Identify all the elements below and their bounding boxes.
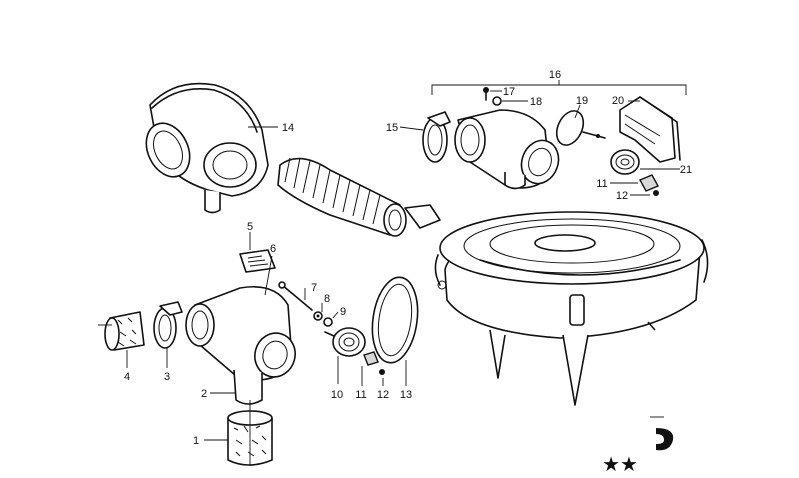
callout-labels: 1 2 3 4 5 6 7 8 9 10 11 12 13 14 15 16 1…	[124, 69, 692, 476]
callout-14: 14	[282, 122, 294, 134]
part-4-foam-sleeve	[98, 311, 145, 368]
corrugated-hose	[277, 157, 407, 237]
callout-19: 19	[576, 95, 588, 107]
part-21-spring	[610, 149, 680, 175]
callout-9: 9	[340, 306, 346, 318]
part-3-hose-clamp	[153, 301, 183, 368]
parts-11-12-upper	[610, 174, 659, 196]
callout-2: 2	[201, 388, 207, 400]
callout-1: 1	[193, 435, 199, 447]
right-edge-mark	[650, 416, 674, 451]
callout-11-upper: 11	[596, 178, 607, 190]
callout-16: 16	[549, 69, 561, 81]
callout-12-upper: 12	[616, 190, 628, 202]
callout-8: 8	[324, 293, 330, 305]
callout-4: 4	[124, 371, 130, 383]
corner-marks: ★★	[602, 454, 638, 473]
callout-6: 6	[270, 243, 276, 255]
part-15-hose-clamp	[399, 111, 451, 163]
part-10-spring	[324, 327, 366, 384]
callout-13: 13	[400, 389, 412, 401]
callout-10: 10	[331, 389, 343, 401]
callout-15: 15	[386, 122, 398, 134]
parts-8-9-nut-washer	[313, 303, 339, 327]
part-5-tag	[239, 232, 276, 273]
upper-elbow-housing	[454, 109, 560, 190]
part-13-gasket-ring	[371, 276, 419, 386]
parts-11-12-lower	[361, 351, 385, 386]
callout-17: 17	[503, 86, 515, 98]
main-air-filter-housing	[404, 204, 709, 406]
callout-3: 3	[164, 371, 170, 383]
callout-11-lower: 11	[355, 389, 366, 401]
part-19-flap	[555, 104, 606, 146]
callout-20: 20	[612, 95, 624, 107]
part-2-outlet-pipe	[210, 369, 263, 405]
parts-17-18-screw-washer	[483, 87, 528, 106]
callout-5: 5	[247, 221, 253, 233]
group-16-bracket	[431, 80, 687, 95]
callout-7: 7	[311, 282, 317, 294]
part-20-bracket	[619, 96, 681, 163]
callout-18: 18	[530, 96, 542, 108]
part-6-lower-elbow-housing	[185, 255, 296, 381]
part-14-intake-silencer	[145, 82, 278, 214]
callout-12-lower: 12	[377, 389, 389, 401]
part-1-foam-filter	[204, 400, 273, 466]
part-7-rod	[278, 281, 313, 311]
callout-21: 21	[680, 164, 692, 176]
